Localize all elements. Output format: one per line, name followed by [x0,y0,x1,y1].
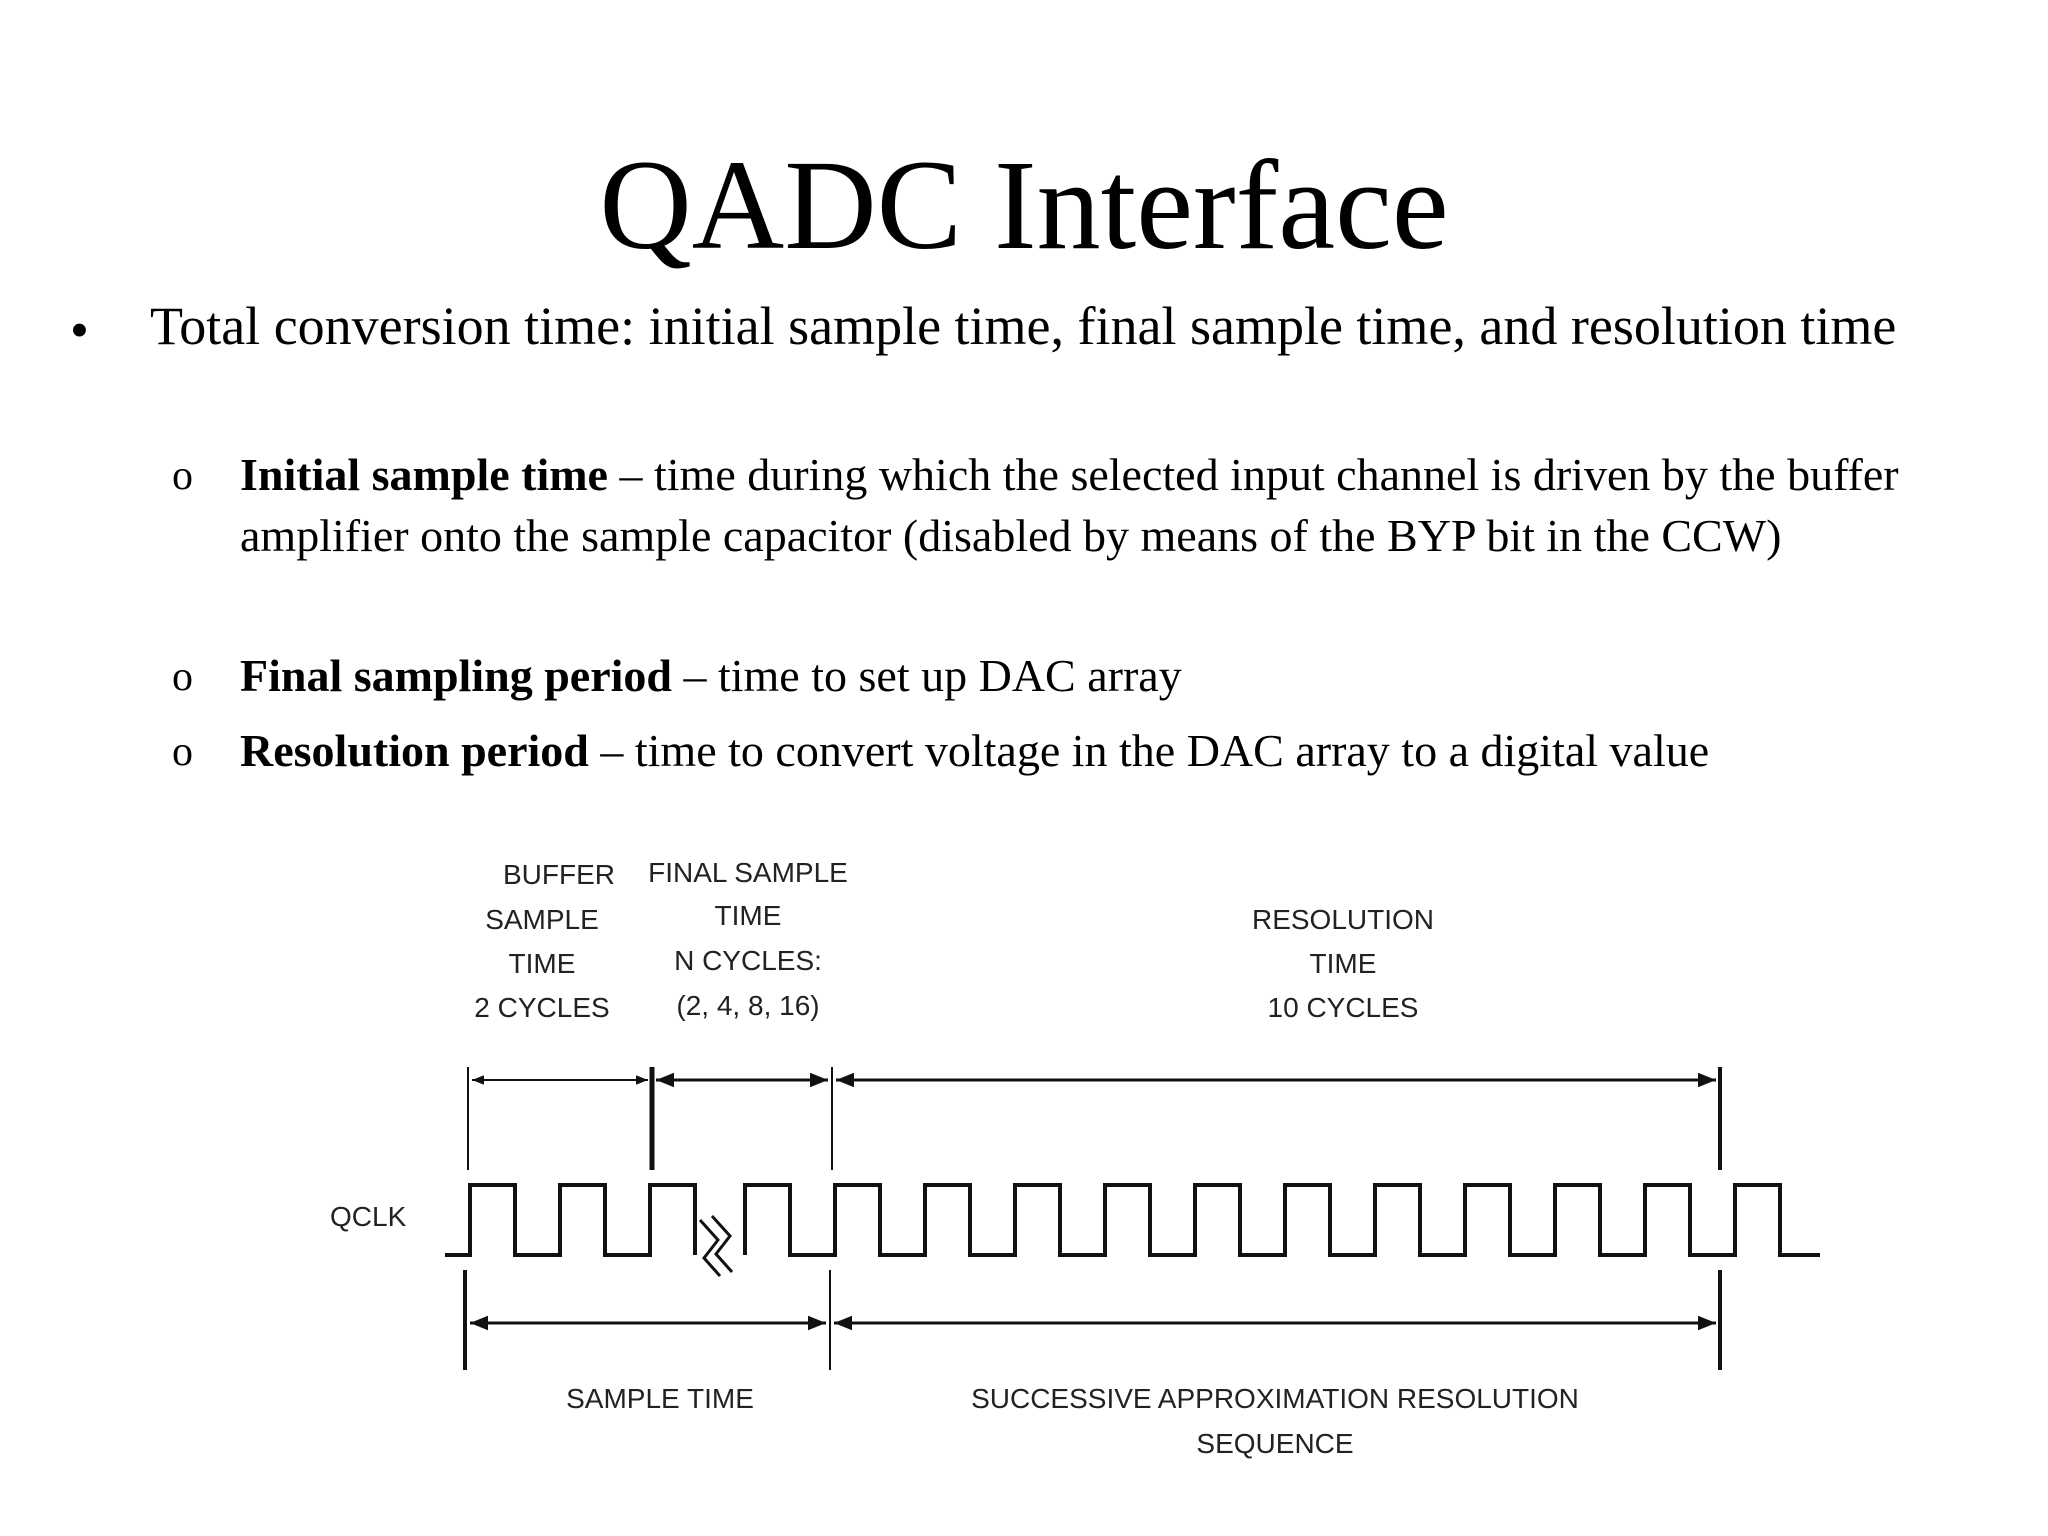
subitem-initial-sample-time: Initial sample time – time during which … [240,444,1940,566]
buffer-sample-label: BUFFER SAMPLE TIME 2 CYCLES [474,859,615,1023]
subitem-mark: o [172,654,193,700]
resolution-sequence-label: SUCCESSIVE APPROXIMATION RESOLUTION SEQU… [971,1383,1579,1459]
sample-time-label: SAMPLE TIME [566,1383,754,1414]
subitem-final-sampling-period: Final sampling period – time to set up D… [240,645,1940,706]
qclk-waveform [445,1183,1820,1257]
subitem-term: Initial sample time [240,449,608,500]
label-line: BUFFER [503,859,615,890]
label-line: (2, 4, 8, 16) [676,990,819,1021]
bullet-mark: • [70,300,89,360]
label-line: SEQUENCE [1196,1428,1353,1459]
label-line: SUCCESSIVE APPROXIMATION RESOLUTION [971,1383,1579,1414]
label-line: 10 CYCLES [1268,992,1419,1023]
label-line: SAMPLE [485,904,599,935]
subitem-desc: – time to convert voltage in the DAC arr… [588,725,1710,776]
bullet-text: Total conversion time: initial sample ti… [150,296,1897,356]
subitem-term: Final sampling period [240,650,672,701]
final-sample-label: FINAL SAMPLE TIME N CYCLES: (2, 4, 8, 16… [648,857,848,1021]
label-line: RESOLUTION [1252,904,1434,935]
timing-diagram: BUFFER SAMPLE TIME 2 CYCLES FINAL SAMPLE… [330,857,1820,1459]
subitem-desc: – time during which the selected input c… [240,449,1899,561]
label-line: N CYCLES: [674,945,822,976]
top-dimension-lines [467,1067,1722,1170]
label-line: TIME [509,948,576,979]
subitem-resolution-period: Resolution period – time to convert volt… [240,720,1940,781]
label-line: TIME [1310,948,1377,979]
subitem-desc: – time to set up DAC array [671,650,1182,701]
label-line: FINAL SAMPLE [648,857,848,888]
resolution-time-label: RESOLUTION TIME 10 CYCLES [1252,904,1434,1023]
bottom-dimension-lines [463,1270,1722,1370]
label-line: 2 CYCLES [474,992,609,1023]
break-symbol [698,1214,734,1277]
label-line: TIME [715,900,782,931]
subitem-term: Resolution period [240,725,589,776]
qclk-label: QCLK [330,1201,407,1232]
subitem-mark: o [172,729,193,775]
slide-title: QADC Interface [599,134,1449,276]
subitem-mark: o [172,453,193,499]
